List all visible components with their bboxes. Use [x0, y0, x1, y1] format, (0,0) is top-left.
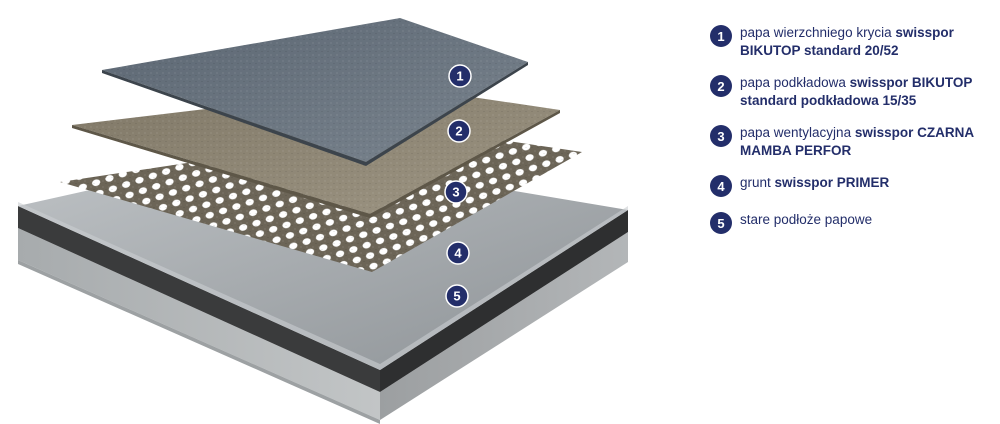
- primer-edge: [18, 202, 628, 370]
- old-membrane-front: [18, 206, 380, 392]
- legend-item: 3 papa wentylacyjna swisspor CZARNA MAMB…: [710, 124, 995, 160]
- top-membrane-grain: [102, 18, 528, 162]
- legend-item: 1 papa wierzchniego krycia swisspor BIKU…: [710, 24, 995, 60]
- marker-3: 3: [444, 180, 468, 204]
- legend-item: 5 stare podłoże papowe: [710, 211, 995, 234]
- legend-number-badge: 2: [710, 75, 732, 97]
- marker-1: 1: [448, 64, 472, 88]
- marker-5: 5: [445, 284, 469, 308]
- legend-number-badge: 4: [710, 175, 732, 197]
- legend-text: papa wierzchniego krycia swisspor BIKUTO…: [740, 25, 954, 58]
- svg-text:3: 3: [452, 185, 459, 200]
- roof-layers-illustration: 1 2 3 4 5: [18, 18, 628, 424]
- legend-text: papa podkładowa swisspor BIKUTOP standar…: [740, 75, 973, 108]
- top-membrane-edge: [102, 62, 528, 166]
- svg-text:5: 5: [453, 289, 460, 304]
- base-front-lower: [18, 260, 380, 424]
- legend-text: papa wentylacyjna swisspor CZARNA MAMBA …: [740, 125, 974, 158]
- svg-text:4: 4: [454, 246, 462, 261]
- legend-number-badge: 1: [710, 25, 732, 47]
- old-membrane-right: [380, 210, 628, 392]
- legend-number-badge: 3: [710, 125, 732, 147]
- svg-text:2: 2: [455, 124, 462, 139]
- legend-item: 2 papa podkładowa swisspor BIKUTOP stand…: [710, 74, 995, 110]
- legend: 1 papa wierzchniego krycia swisspor BIKU…: [710, 24, 995, 248]
- svg-text:1: 1: [456, 69, 463, 84]
- underlay-edge: [72, 110, 560, 218]
- legend-item: 4 grunt swisspor PRIMER: [710, 174, 995, 197]
- legend-text: stare podłoże papowe: [740, 212, 873, 227]
- base-right-face: [380, 232, 628, 420]
- base-front-face: [18, 228, 380, 420]
- marker-4: 4: [446, 241, 470, 265]
- base-block: [18, 206, 628, 424]
- marker-2: 2: [447, 119, 471, 143]
- legend-text: grunt swisspor PRIMER: [740, 175, 890, 190]
- legend-number-badge: 5: [710, 212, 732, 234]
